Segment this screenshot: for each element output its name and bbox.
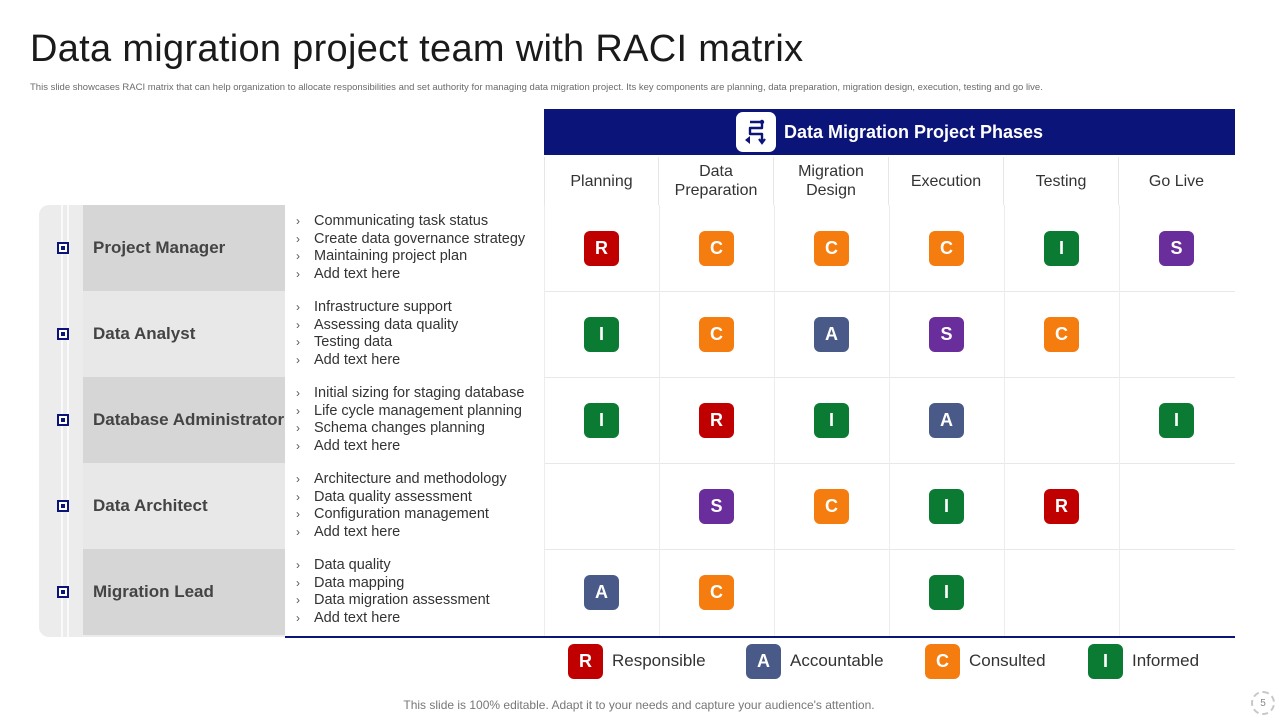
phase-header: Testing <box>1004 157 1119 205</box>
raci-badge: C <box>699 574 734 610</box>
matrix-row: Data Architect Architecture and methodol… <box>39 463 1235 549</box>
raci-badge: I <box>1159 402 1194 438</box>
task-item: Assessing data quality <box>293 317 458 335</box>
legend-label: Consulted <box>969 651 1046 670</box>
task-item: Add text here <box>293 438 524 456</box>
task-item: Infrastructure support <box>293 299 458 317</box>
task-item: Life cycle management planning <box>293 403 524 421</box>
migration-flow-icon <box>735 112 776 152</box>
task-item: Data mapping <box>293 575 490 593</box>
task-list: Architecture and methodology Data qualit… <box>293 471 507 541</box>
raci-badge: C <box>1044 316 1079 352</box>
grid-line <box>889 205 890 637</box>
task-item: Configuration management <box>293 506 507 524</box>
checkbox-icon <box>57 414 69 426</box>
page-number: 5 <box>1251 691 1275 715</box>
matrix-row: Project Manager Communicating task statu… <box>39 205 1235 291</box>
role-name: Database Administrator <box>83 377 285 463</box>
page-title: Data migration project team with RACI ma… <box>30 28 804 70</box>
task-list: Data quality Data mapping Data migration… <box>293 557 490 627</box>
checkbox-icon <box>57 500 69 512</box>
task-list: Infrastructure support Assessing data qu… <box>293 299 458 369</box>
task-list: Communicating task status Create data go… <box>293 213 525 283</box>
phase-header: Migration Design <box>774 157 889 205</box>
task-item: Add text here <box>293 266 525 284</box>
task-item: Data quality assessment <box>293 489 507 507</box>
checkbox-icon <box>57 328 69 340</box>
checkbox-icon <box>57 242 69 254</box>
raci-badge: A <box>929 402 964 438</box>
legend-badge: I <box>1088 643 1123 679</box>
raci-badge: C <box>699 230 734 266</box>
raci-badge: S <box>1159 230 1194 266</box>
legend-item: I Informed <box>1088 643 1199 679</box>
raci-badge: S <box>699 488 734 524</box>
legend-item: C Consulted <box>925 643 1046 679</box>
raci-badge: I <box>929 488 964 524</box>
footer-note: This slide is 100% editable. Adapt it to… <box>403 698 875 712</box>
task-item: Create data governance strategy <box>293 231 525 249</box>
raci-badge: I <box>814 402 849 438</box>
raci-badge: R <box>699 402 734 438</box>
raci-badge: I <box>584 402 619 438</box>
phase-header: Planning <box>544 157 659 205</box>
phase-header: Go Live <box>1148 172 1205 190</box>
task-item: Architecture and methodology <box>293 471 507 489</box>
legend-label: Accountable <box>790 651 884 670</box>
raci-badge: C <box>929 230 964 266</box>
raci-badge: I <box>1044 230 1079 266</box>
task-item: Maintaining project plan <box>293 248 525 266</box>
phase-header: Execution <box>889 157 1004 205</box>
task-item: Add text here <box>293 352 458 370</box>
table-bottom-rule <box>285 636 1235 638</box>
task-item: Data migration assessment <box>293 592 490 610</box>
phases-header-title: Data Migration Project Phases <box>783 121 1044 142</box>
raci-badge: C <box>699 316 734 352</box>
task-item: Data quality <box>293 557 490 575</box>
legend-item: R Responsible <box>568 643 706 679</box>
task-item: Add text here <box>293 524 507 542</box>
legend-item: A Accountable <box>746 643 884 679</box>
grid-line <box>774 205 775 637</box>
task-item: Initial sizing for staging database <box>293 385 524 403</box>
raci-badge: A <box>814 316 849 352</box>
raci-badge: R <box>584 230 619 266</box>
raci-badge: I <box>584 316 619 352</box>
grid-line <box>1004 205 1005 637</box>
task-item: Communicating task status <box>293 213 525 231</box>
task-list: Initial sizing for staging database Life… <box>293 385 524 455</box>
matrix-row: Migration Lead Data quality Data mapping… <box>39 549 1235 635</box>
legend-badge: C <box>925 643 960 679</box>
legend-badge: A <box>746 643 781 679</box>
phase-header: Data Preparation <box>659 157 774 205</box>
raci-badge: C <box>814 230 849 266</box>
raci-badge: A <box>584 574 619 610</box>
grid-line <box>1119 205 1120 637</box>
task-item: Schema changes planning <box>293 420 524 438</box>
legend-label: Responsible <box>612 651 706 670</box>
raci-badge: I <box>929 574 964 610</box>
grid-line <box>659 205 660 637</box>
role-name: Project Manager <box>83 205 285 291</box>
raci-badge: S <box>929 316 964 352</box>
role-name: Data Architect <box>83 463 285 549</box>
legend-badge: R <box>568 643 603 679</box>
task-item: Testing data <box>293 334 458 352</box>
legend-label: Informed <box>1132 651 1200 670</box>
raci-badge: C <box>814 488 849 524</box>
matrix-row: Data Analyst Infrastructure support Asse… <box>39 291 1235 377</box>
role-name: Migration Lead <box>83 549 285 635</box>
raci-badge: R <box>1044 488 1079 524</box>
phases-header-banner: Data Migration Project Phases <box>544 109 1235 155</box>
grid-line <box>544 205 545 637</box>
checkbox-icon <box>57 586 69 598</box>
task-item: Add text here <box>293 610 490 628</box>
page-subtitle: This slide showcases RACI matrix that ca… <box>30 82 1043 93</box>
role-name: Data Analyst <box>83 291 285 377</box>
matrix-row: Database Administrator Initial sizing fo… <box>39 377 1235 463</box>
